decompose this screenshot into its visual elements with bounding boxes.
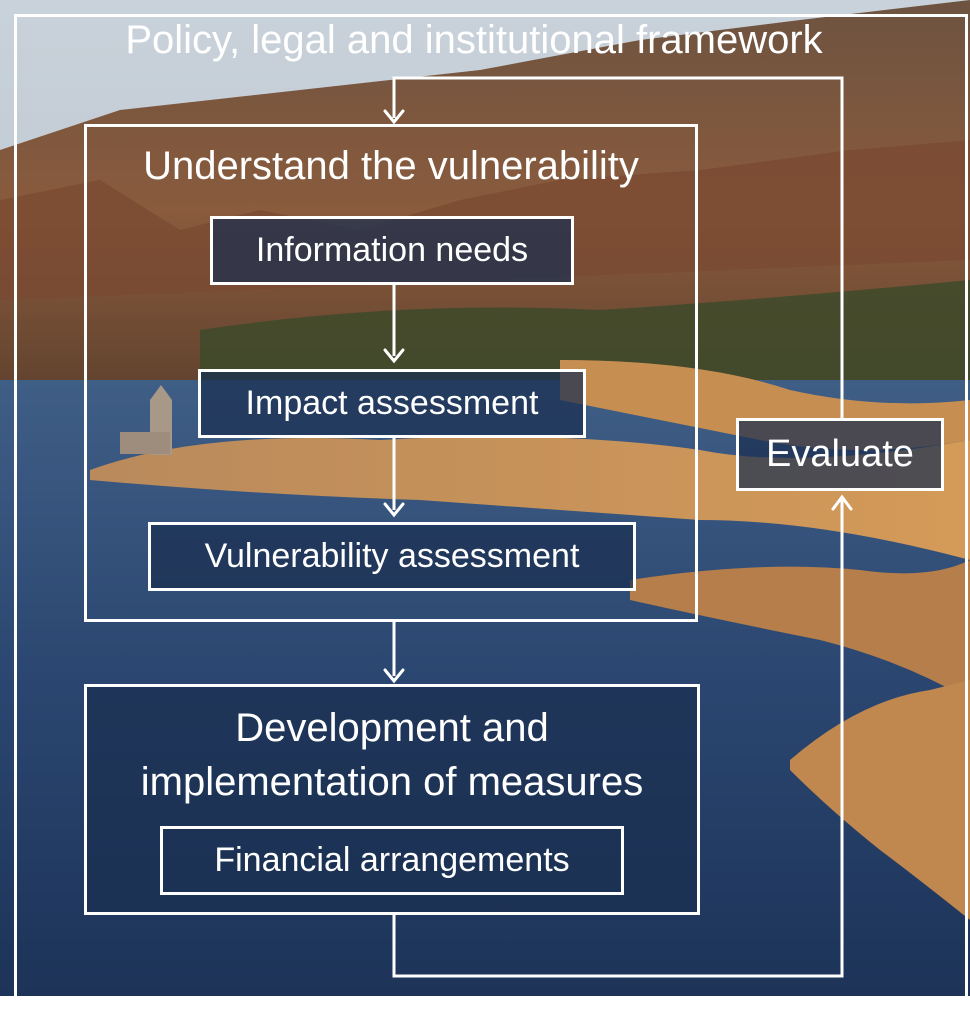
arrowhead-impact — [383, 348, 405, 364]
evaluate-label: Evaluate — [766, 433, 914, 475]
impact-assessment-label: Impact assessment — [245, 384, 539, 422]
development-measures-box — [84, 684, 700, 915]
vulnerability-assessment-step: Vulnerability assessment — [148, 522, 636, 591]
understand-vulnerability-title: Understand the vulnerability — [143, 144, 639, 188]
understand-vulnerability-box — [84, 124, 698, 622]
vulnerability-assessment-label: Vulnerability assessment — [204, 537, 580, 575]
framework-title: Policy, legal and institutional framewor… — [125, 18, 823, 62]
impact-assessment-step: Impact assessment — [198, 369, 586, 438]
financial-arrangements-label: Financial arrangements — [214, 841, 570, 879]
arrowhead-evaluate — [831, 494, 853, 511]
information-needs-step: Information needs — [210, 216, 574, 285]
financial-arrangements-step: Financial arrangements — [160, 826, 624, 895]
arrowhead-development — [383, 668, 405, 684]
feedback-connector-line — [392, 76, 844, 418]
policy-framework-frame — [14, 14, 968, 1010]
information-needs-label: Information needs — [255, 231, 529, 269]
arrowhead-understand — [383, 109, 405, 125]
loop-connector-line — [392, 500, 844, 978]
evaluate-step: Evaluate — [736, 418, 944, 491]
development-title-line2: implementation of measures — [140, 760, 644, 804]
arrowhead-vulnerability — [383, 502, 405, 518]
development-title-line1: Development and — [235, 706, 549, 750]
